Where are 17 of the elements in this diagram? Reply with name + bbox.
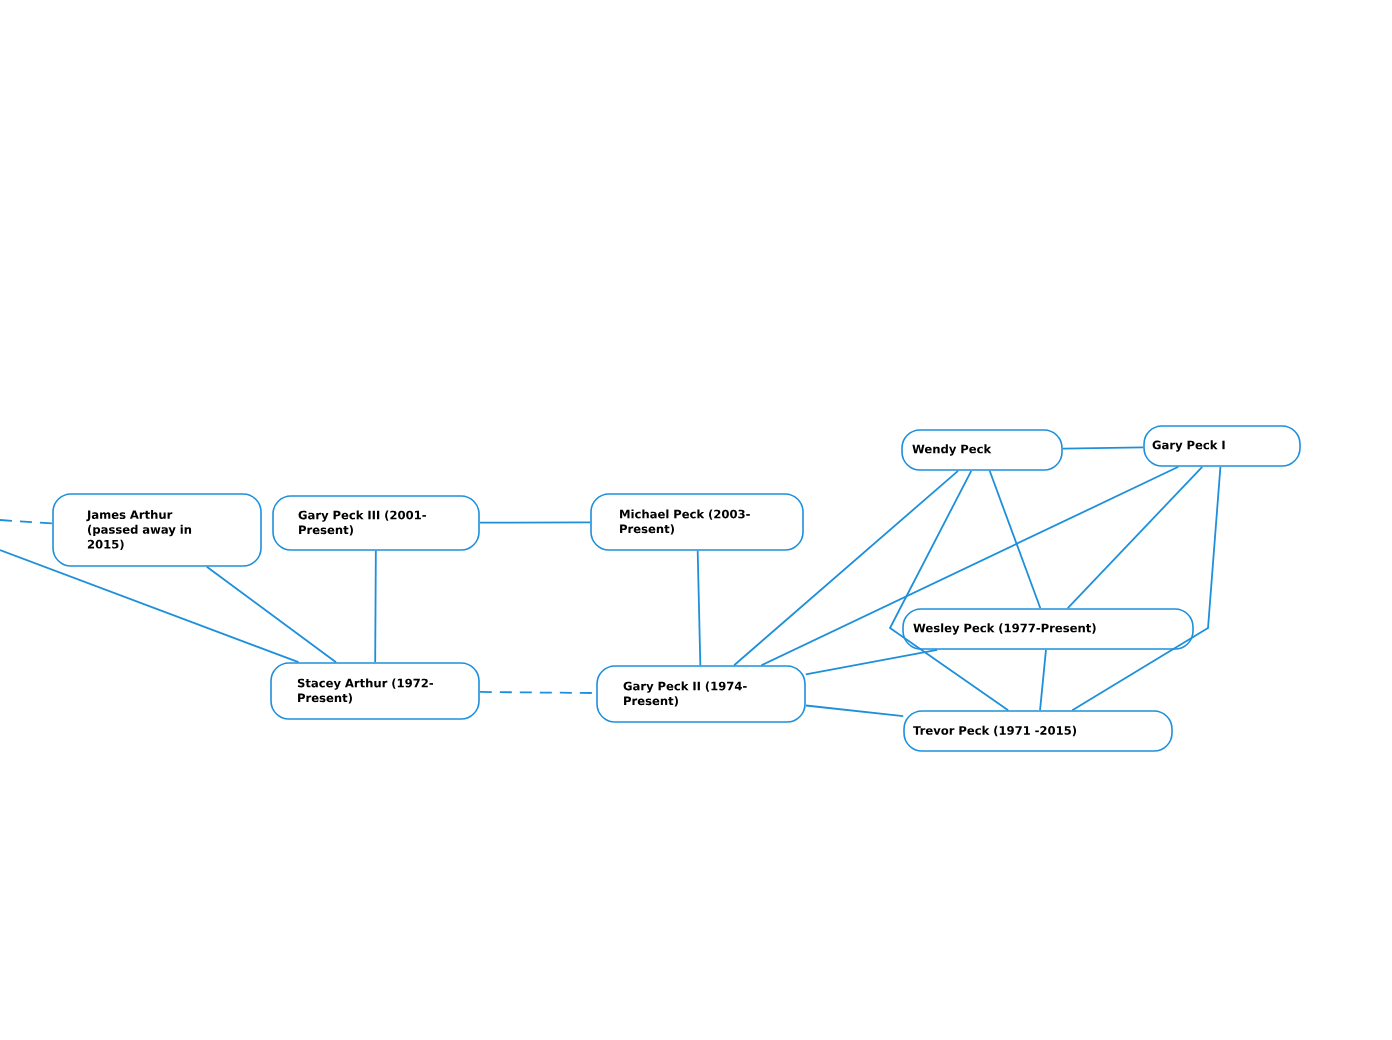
connector-line [733,469,959,667]
connector-line [760,465,1180,667]
connector-line [804,704,905,718]
connector-line [696,549,702,667]
connector-line [1039,648,1047,712]
connector-line [888,469,1010,712]
connector-line [478,521,592,524]
connector-line [1071,465,1222,712]
connector-line [0,519,54,525]
connector-line [988,469,1042,610]
connector-line [804,648,938,676]
connector-line [205,565,337,664]
connector-line [478,691,598,694]
connector-line [1066,465,1204,610]
connector-line [1061,446,1145,450]
connector-line [0,549,300,664]
connector-line [374,549,377,664]
